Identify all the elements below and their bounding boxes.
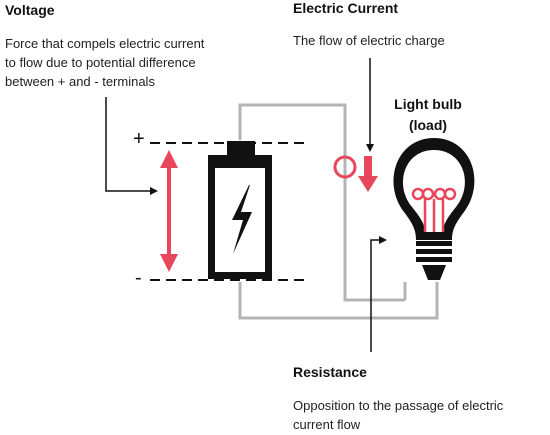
bulb-label: Light bulb (load) — [376, 94, 480, 136]
circuit-wires — [238, 103, 439, 320]
voltage-description: Force that compels electric current to f… — [5, 34, 204, 91]
lightning-bolt-icon — [232, 185, 252, 254]
battery-icon — [208, 141, 272, 279]
current-description: The flow of electric charge — [293, 33, 445, 48]
inner-wire — [238, 282, 439, 320]
current-pointer-arrowhead — [366, 144, 374, 152]
bulb-label-line: (load) — [408, 117, 448, 133]
voltage-title: Voltage — [5, 2, 55, 18]
resistance-title: Resistance — [293, 364, 367, 380]
light-bulb-icon — [393, 138, 475, 280]
current-arrow-icon — [358, 156, 378, 192]
voltage-pointer-arrowhead — [150, 187, 158, 195]
resistance-pointer-line — [370, 239, 382, 352]
voltage-description-line: Force that compels electric current — [5, 36, 205, 51]
negative-terminal-label: - — [135, 267, 142, 289]
positive-terminal-label: + — [133, 128, 145, 150]
resistance-description-line: current flow — [293, 417, 361, 432]
voltage-pointer-line — [105, 97, 152, 192]
resistance-description-line: Opposition to the passage of electric — [293, 398, 504, 413]
voltage-arrow-icon — [160, 150, 178, 272]
voltage-description-line: between + and - terminals — [5, 74, 155, 89]
current-ring-icon — [333, 155, 357, 179]
filament — [411, 187, 457, 232]
bulb-label-line: Light bulb — [394, 96, 462, 112]
resistance-pointer-arrowhead — [379, 236, 387, 244]
outer-wire — [238, 103, 405, 302]
current-title: Electric Current — [293, 0, 399, 16]
voltage-description-line: to flow due to potential difference — [5, 55, 196, 70]
resistance-description: Opposition to the passage of electric cu… — [293, 396, 503, 434]
